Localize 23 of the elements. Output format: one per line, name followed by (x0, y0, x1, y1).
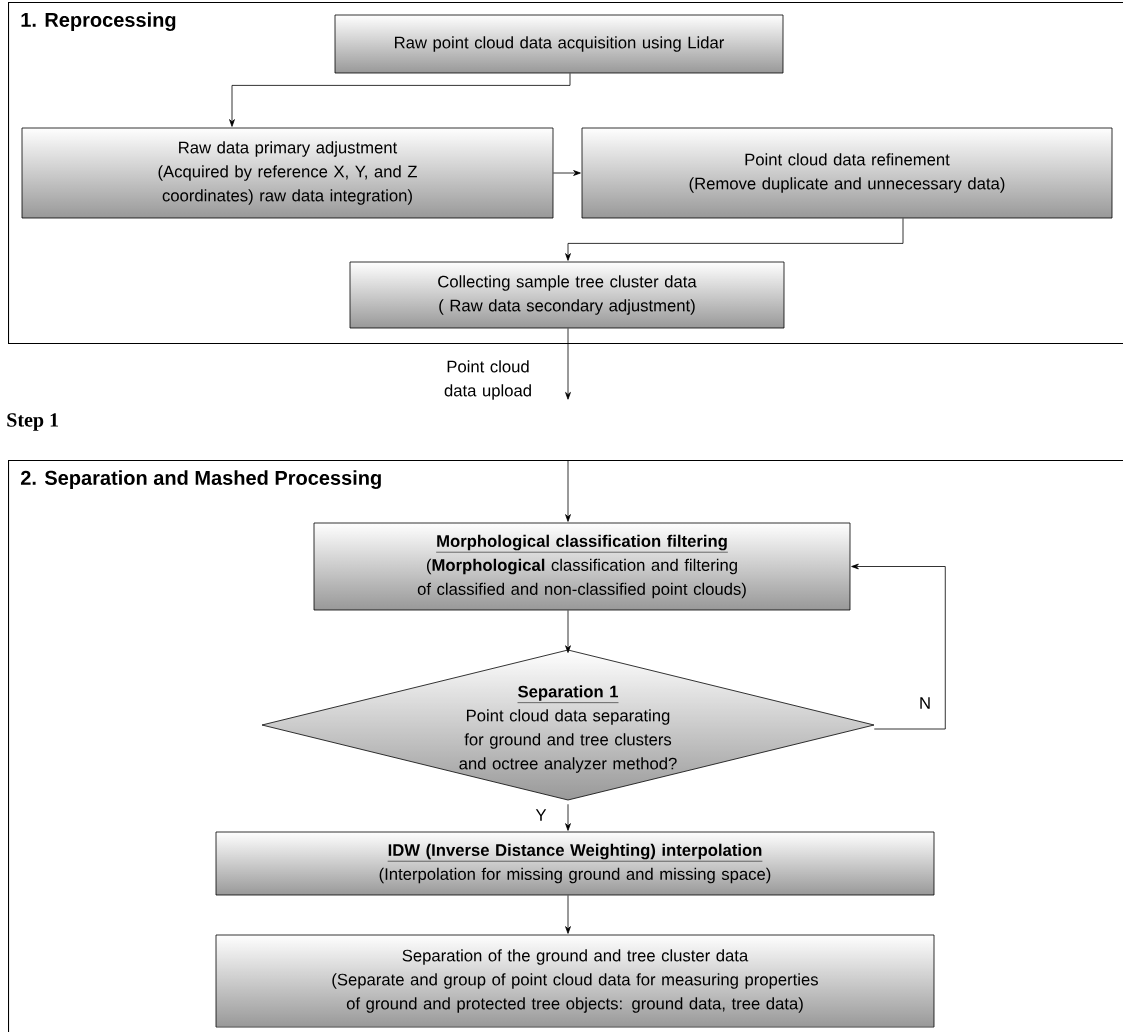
arrow (553, 170, 581, 176)
process-box: Raw point cloud data acquisition using Lidar (334, 14, 784, 74)
process-box: IDW (Inverse Distance Weighting) interpolation (Interpolation for missing ground and missing space) (215, 831, 935, 896)
panel (8, 460, 1123, 1032)
process-box: Collecting sample tree cluster data ( Raw data secondary adjustment) (349, 261, 785, 329)
process-box: Morphological classification filtering (Morphological classification and filtering of classified and non-classified point clouds) (313, 522, 851, 611)
arrow (229, 73, 571, 127)
arrow (851, 563, 946, 730)
arrow (565, 895, 571, 934)
arrow (565, 803, 571, 831)
process-box: Raw data primary adjustment (Acquired by reference X, Y, and Z coordinates) raw data integration) (21, 127, 554, 219)
edge-label: Y (529, 807, 553, 823)
edge-label: Point cloud data upload (431, 358, 545, 402)
process-box: Separation of the ground and tree cluster data (Separate and group of point cloud data for measuring properties of ground and protected tree objects: ground data, tree data) (215, 934, 935, 1028)
panel-title: 2. Separation and Mashed Processing (20, 470, 381, 489)
arrow (565, 459, 571, 522)
process-box: Point cloud data refinement (Remove duplicate and unnecessary data) (581, 127, 1113, 219)
edge-label: N (913, 695, 937, 711)
panel-title: 1. Reprocessing (21, 12, 176, 31)
arrow (565, 218, 904, 261)
arrow (565, 328, 571, 400)
arrow (565, 610, 571, 653)
step-label: Step 1 (7, 413, 58, 431)
